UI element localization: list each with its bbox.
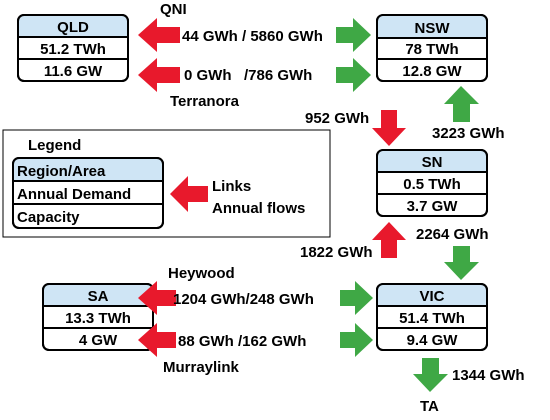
legend-capacity-row: Capacity [17,209,80,226]
link-qni: QNI 44 GWh / 5860 GWh [138,1,371,52]
legend-region-row: Region/Area [17,163,106,180]
green-arrow-down-icon [413,358,448,392]
link-qni-flow: 44 GWh / 5860 GWh [182,28,323,45]
region-capacity-qld: 11.6 GW [44,63,103,80]
region-name-nsw: NSW [415,20,451,37]
legend-links-label: Links [212,178,251,195]
region-demand-nsw: 78 TWh [405,41,458,58]
link-vic-sn-flow: 1822 GWh [300,244,373,261]
link-terranora-flow-right: /786 GWh [244,67,312,84]
region-capacity-sa: 4 GW [79,332,118,349]
link-terranora-name: Terranora [170,93,240,110]
region-demand-vic: 51.4 TWh [399,310,465,327]
green-arrow-up-icon [444,86,479,122]
link-vic-sn: 1822 GWh 2264 GWh [300,222,489,280]
red-arrow-left-icon [138,58,180,92]
region-box-vic: VIC 51.4 TWh 9.4 GW [376,283,488,351]
link-sn-vic-flow: 2264 GWh [416,226,489,243]
region-name-qld: QLD [57,19,89,36]
region-box-qld: QLD 51.2 TWh 11.6 GW [17,14,129,82]
region-header-sn [377,150,487,172]
link-vic-ta: 1344 GWh TA [413,358,525,415]
legend-sample-box: Region/Area Annual Demand Capacity [12,157,164,229]
region-box-sa: SA 13.3 TWh 4 GW [42,283,154,351]
region-name-sn: SN [422,154,443,171]
link-heywood-name: Heywood [168,265,235,282]
link-qni-name: QNI [160,1,187,18]
red-arrow-left-icon [138,281,176,315]
region-name-vic: VIC [419,288,444,305]
region-name-sa: SA [88,288,109,305]
link-terranora: 0 GWh /786 GWh Terranora [138,58,371,110]
region-header-qld [18,15,128,37]
link-nsw-sn: 952 GWh 3223 GWh [305,86,505,146]
region-capacity-nsw: 12.8 GW [402,63,462,80]
region-capacity-vic: 9.4 GW [407,332,459,349]
link-sn-nsw-flow: 3223 GWh [432,125,505,142]
link-nsw-sn-flow: 952 GWh [305,110,369,127]
region-demand-sn: 0.5 TWh [403,176,461,193]
red-arrow-left-icon [138,18,180,52]
red-arrow-left-icon [138,323,176,357]
green-arrow-right-icon [336,18,371,52]
green-arrow-right-icon [340,281,373,315]
region-demand-sa: 13.3 TWh [65,310,131,327]
legend-title: Legend [28,137,81,154]
link-vic-ta-flow: 1344 GWh [452,367,525,384]
red-arrow-down-icon [372,110,406,146]
link-terranora-flow-left: 0 GWh [184,67,232,84]
legend-demand-row: Annual Demand [17,186,131,203]
green-arrow-down-icon [444,246,479,280]
green-arrow-right-icon [336,58,371,92]
red-arrow-up-icon [372,222,406,258]
region-demand-qld: 51.2 TWh [40,41,106,58]
region-capacity-sn: 3.7 GW [407,198,459,215]
green-arrow-right-icon [340,323,373,357]
legend-arrow-icon [170,176,208,212]
region-header-nsw [377,15,487,38]
legend-flows-label: Annual flows [212,200,305,217]
link-vic-ta-destination: TA [420,398,439,415]
link-heywood: Heywood 1204 GWh/248 GWh [138,265,373,315]
legend: Legend Region/Area Annual Demand Capacit… [2,129,331,238]
link-murraylink: 88 GWh /162 GWh Murraylink [138,323,373,376]
link-heywood-flow: 1204 GWh/248 GWh [173,291,314,308]
region-box-sn: SN 0.5 TWh 3.7 GW [376,149,488,217]
region-header-vic [377,284,487,306]
link-murraylink-name: Murraylink [163,359,240,376]
link-murraylink-flow: 88 GWh /162 GWh [178,333,306,350]
region-box-nsw: NSW 78 TWh 12.8 GW [376,14,488,82]
region-header-sa [43,284,153,306]
